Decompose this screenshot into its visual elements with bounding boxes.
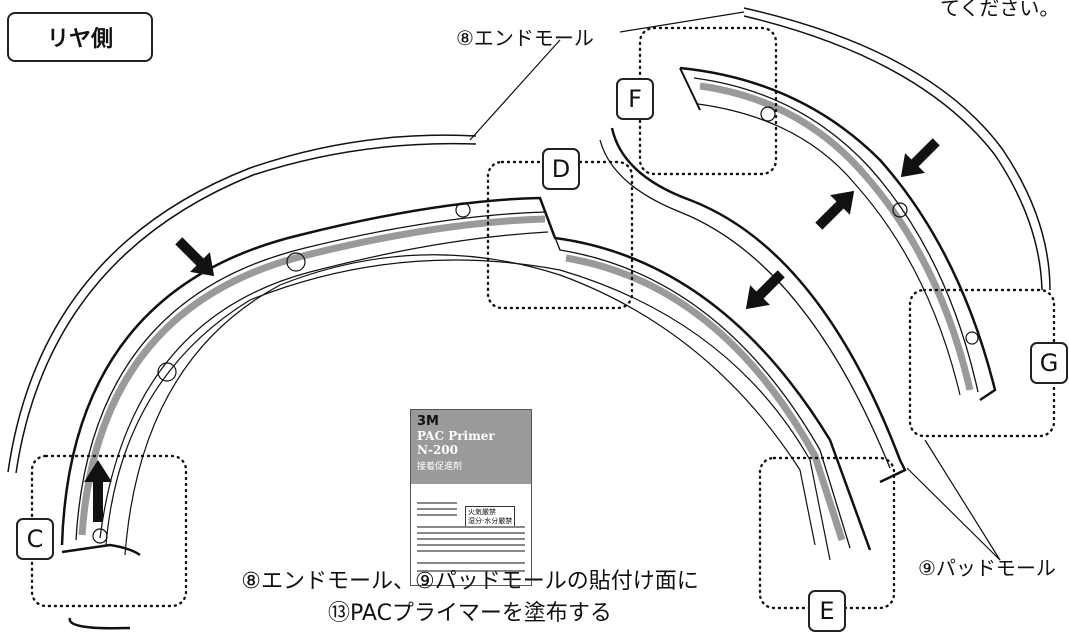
- top-right-fragment: てください。: [940, 0, 1060, 20]
- end-mold-label: ⑧エンドモール: [456, 26, 594, 50]
- main-arch-mold: [60, 196, 872, 561]
- instruction-caption: ⑧エンドモール、⑨パッドモールの貼付け面に ⑬PACプライマーを塗布する: [210, 566, 730, 630]
- primer-name-1: PAC Primer: [417, 429, 495, 443]
- arrow-upper-down: [900, 138, 940, 178]
- arrow-main-down: [745, 270, 785, 310]
- primer-fine-print: [417, 502, 457, 504]
- section-letter-e: E: [808, 590, 846, 632]
- primer-fine-print: [417, 550, 525, 552]
- primer-fine-print: [417, 538, 525, 540]
- primer-fine-print: [417, 508, 457, 510]
- arrow-up-left: [84, 460, 112, 522]
- primer-subtitle: 接着促進剤: [417, 462, 463, 472]
- primer-warning-2: 湿分·水分厳禁: [468, 517, 513, 525]
- end-mold-right: [743, 7, 1051, 291]
- primer-warning-1: 火気厳禁: [468, 508, 496, 516]
- section-letter-f: F: [616, 78, 654, 120]
- arrows: [84, 138, 940, 522]
- dotted-regions: [30, 26, 1056, 610]
- primer-fine-print: [417, 562, 525, 564]
- pad-mold-small: [68, 617, 131, 630]
- section-letter-g: G: [1030, 342, 1068, 384]
- primer-fine-print: [417, 544, 525, 546]
- primer-fine-print: [417, 570, 525, 572]
- primer-fine-print: [417, 532, 525, 534]
- page-title: リヤ側: [7, 12, 153, 62]
- arrow-main-up: [815, 190, 855, 230]
- primer-can-illustration: 3M PAC Primer N-200 接着促進剤 火気厳禁 湿分·水分厳禁: [410, 409, 532, 586]
- section-letter-c: C: [16, 518, 54, 560]
- primer-fine-print: [417, 514, 457, 516]
- caption-line-1: ⑧エンドモール、⑨パッドモールの貼付け面に: [241, 569, 699, 594]
- end-mold-left: [7, 134, 477, 474]
- caption-line-2: ⑬PACプライマーを塗布する: [328, 601, 612, 626]
- pad-mold-long: [599, 127, 907, 484]
- primer-warning-box: 火気厳禁 湿分·水分厳禁: [465, 506, 516, 528]
- primer-fine-print: [417, 526, 525, 528]
- arrow-left-down: [175, 237, 215, 277]
- primer-brand: 3M: [417, 414, 439, 429]
- leader-lines: [469, 11, 1001, 561]
- pad-mold-label: ⑨パッドモール: [918, 556, 1056, 580]
- primer-name-2: N-200: [417, 443, 458, 457]
- section-letter-d: D: [542, 148, 580, 190]
- upper-arch-mold: [679, 66, 997, 402]
